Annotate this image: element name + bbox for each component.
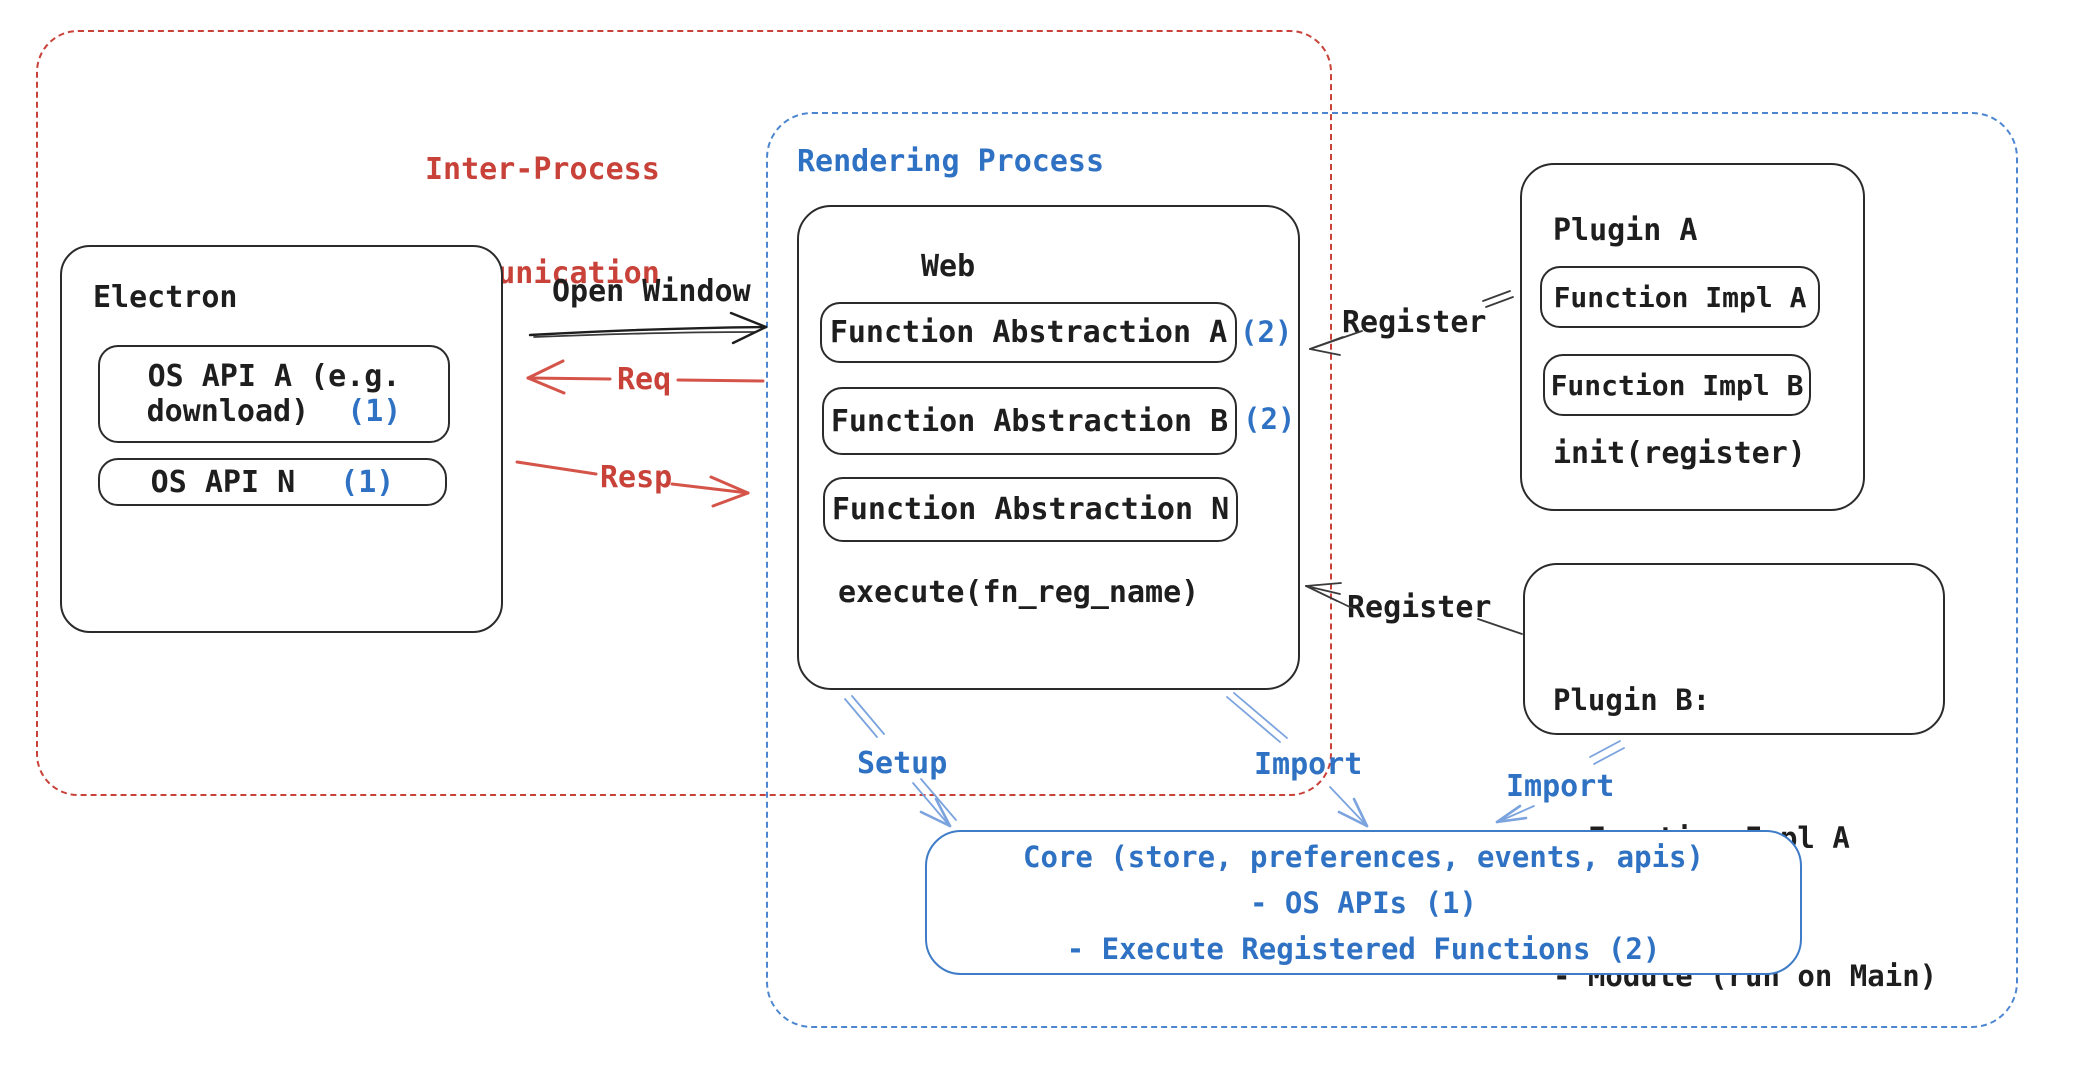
core-line3: - Execute Registered Functions (2)	[1066, 931, 1661, 966]
function-abstraction-b-badge: (2)	[1243, 402, 1296, 436]
core-box: Core (store, preferences, events, apis) …	[925, 830, 1802, 975]
rendering-process-dashed-frame	[766, 112, 2018, 1028]
web-title: Web	[921, 249, 976, 284]
import-plugin-b-label: Import	[1506, 769, 1615, 804]
function-impl-a-box: Function Impl A	[1540, 266, 1820, 328]
core-line1: Core (store, preferences, events, apis)	[1023, 839, 1704, 874]
init-register-label: init(register)	[1553, 436, 1806, 471]
os-api-n-box: OS API N (1)	[98, 458, 447, 506]
core-line2: - OS APIs (1)	[1250, 885, 1477, 920]
register-a-label: Register	[1342, 305, 1487, 340]
plugin-a-box	[1520, 163, 1865, 511]
os-api-a-badge: (1)	[347, 394, 402, 429]
ipc-label-line1: Inter-Process	[425, 152, 660, 187]
plugin-b-text: Plugin B: - Function Impl A - Module (ru…	[1553, 585, 1937, 1066]
function-abstraction-b-box: Function Abstraction B	[822, 387, 1237, 455]
function-abstraction-a-label: Function Abstraction A	[829, 315, 1228, 350]
plugin-b-line1: Plugin B:	[1553, 683, 1711, 717]
function-abstraction-n-box: Function Abstraction N	[823, 477, 1238, 542]
function-abstraction-n-label: Function Abstraction N	[831, 492, 1230, 527]
resp-label: Resp	[600, 460, 673, 495]
req-label: Req	[617, 362, 672, 397]
plugin-b-box	[1523, 563, 1945, 735]
plugin-a-title: Plugin A	[1553, 213, 1698, 248]
import-core-label: Import	[1254, 747, 1363, 782]
function-impl-b-label: Function Impl B	[1550, 368, 1804, 402]
electron-title: Electron	[93, 280, 238, 315]
setup-label: Setup	[857, 746, 948, 781]
rendering-process-label: Rendering Process	[797, 144, 1105, 179]
execute-label: execute(fn_reg_name)	[838, 575, 1200, 610]
os-api-a-line1: OS API A (e.g.	[147, 359, 401, 394]
register-b-label: Register	[1347, 590, 1492, 625]
function-impl-b-box: Function Impl B	[1543, 354, 1811, 416]
os-api-a-line2: download)	[146, 394, 310, 429]
open-window-label: Open Window	[552, 274, 751, 309]
function-abstraction-a-box: Function Abstraction A	[820, 302, 1237, 363]
os-api-n-badge: (1)	[340, 464, 395, 500]
ipc-dashed-frame	[36, 30, 1332, 796]
os-api-n-label: OS API N	[150, 464, 296, 500]
function-abstraction-b-label: Function Abstraction B	[830, 403, 1229, 439]
os-api-a-line2-row: download) (1)	[147, 394, 402, 429]
os-api-a-box: OS API A (e.g. download) (1)	[98, 345, 450, 443]
function-abstraction-a-badge: (2)	[1240, 315, 1293, 349]
function-impl-a-label: Function Impl A	[1553, 280, 1807, 314]
